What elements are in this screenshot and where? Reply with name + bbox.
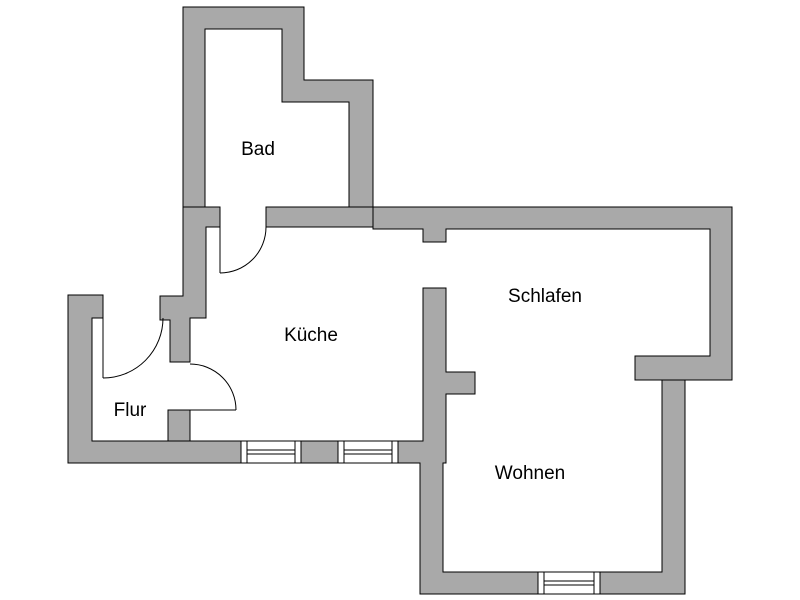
window-living-room xyxy=(537,571,601,595)
hallway-walls xyxy=(67,294,242,464)
kitchen-top-wall xyxy=(265,206,374,228)
room-label-kueche: Küche xyxy=(284,325,338,346)
room-label-wohnen: Wohnen xyxy=(495,463,565,484)
kitchen-left-wall-bottom xyxy=(167,409,191,442)
kitchen-walls xyxy=(159,206,374,442)
window-kitchen-left xyxy=(240,440,302,464)
bathroom-walls xyxy=(182,6,374,208)
door-bathroom xyxy=(219,226,267,274)
window-kitchen-right xyxy=(337,440,399,464)
bedroom-top-wall xyxy=(372,206,733,381)
door-kitchen xyxy=(189,363,237,411)
bathroom-wall xyxy=(182,6,374,208)
bedroom-walls xyxy=(372,206,733,595)
kitchen-bottom-wall xyxy=(300,440,339,464)
room-label-schlafen: Schlafen xyxy=(508,286,582,307)
living-left-wall xyxy=(397,287,539,595)
hallway-wall xyxy=(67,294,242,464)
bedroom-right-wall-lower xyxy=(599,379,686,595)
room-label-bad: Bad xyxy=(241,139,275,160)
door-hallway xyxy=(102,317,164,379)
kitchen-left-wall-top xyxy=(159,206,221,363)
room-label-flur: Flur xyxy=(114,400,147,421)
